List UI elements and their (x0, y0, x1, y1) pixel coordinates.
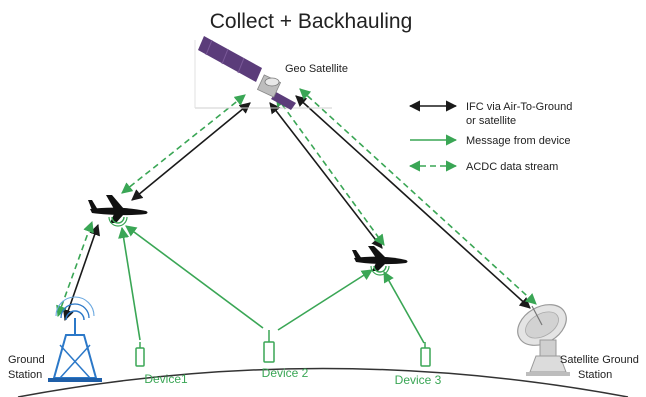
ifc-link-satellite-groundstation (295, 95, 531, 309)
legend: IFC via Air-To-Ground or satellite Messa… (408, 100, 572, 173)
message-device1-plane1 (118, 226, 141, 341)
earth-horizon (17, 367, 629, 397)
legend-ifc-label-line1: IFC via Air-To-Ground (466, 101, 572, 113)
message-device2-plane2 (277, 269, 373, 331)
legend-message-label: Message from device (466, 135, 571, 147)
device-2-icon (263, 330, 275, 363)
satellite-label: Geo Satellite (285, 63, 348, 75)
device-1-icon (135, 342, 145, 367)
legend-ifc-label-line2: or satellite (466, 115, 516, 127)
legend-acdc-label: ACDC data stream (466, 161, 558, 173)
device-messages (118, 225, 425, 344)
device-2-label: Device 2 (262, 366, 309, 380)
plane-1-icon (88, 195, 148, 227)
acdc-streams (56, 88, 537, 318)
device-3-label: Device 3 (395, 373, 442, 387)
acdc-satellite-plane2 (275, 95, 385, 246)
satellite-ground-station-label-line1: Satellite Ground (560, 354, 639, 366)
message-device3-plane2 (383, 271, 425, 344)
device-3-icon (420, 342, 431, 367)
ifc-links (63, 95, 531, 322)
satellite-ground-station-label-line2: Station (578, 369, 612, 381)
device-1-label: Device1 (144, 372, 188, 386)
ground-station-label-line2: Station (8, 369, 42, 381)
plane-2-icon (352, 246, 408, 276)
diagram-title: Collect + Backhauling (210, 10, 413, 33)
message-device2-plane1 (125, 225, 264, 329)
ground-station-label-line1: Ground (8, 354, 45, 366)
ifc-link-plane1-satellite (131, 102, 251, 201)
satellite-dish-icon (517, 304, 570, 376)
radio-tower-icon (48, 296, 102, 382)
acdc-ground-plane1 (56, 220, 94, 318)
acdc-plane1-satellite (121, 94, 246, 194)
satellite-icon (194, 36, 332, 110)
ifc-link-satellite-plane2 (269, 102, 383, 249)
acdc-satellite-groundstation (299, 88, 537, 305)
